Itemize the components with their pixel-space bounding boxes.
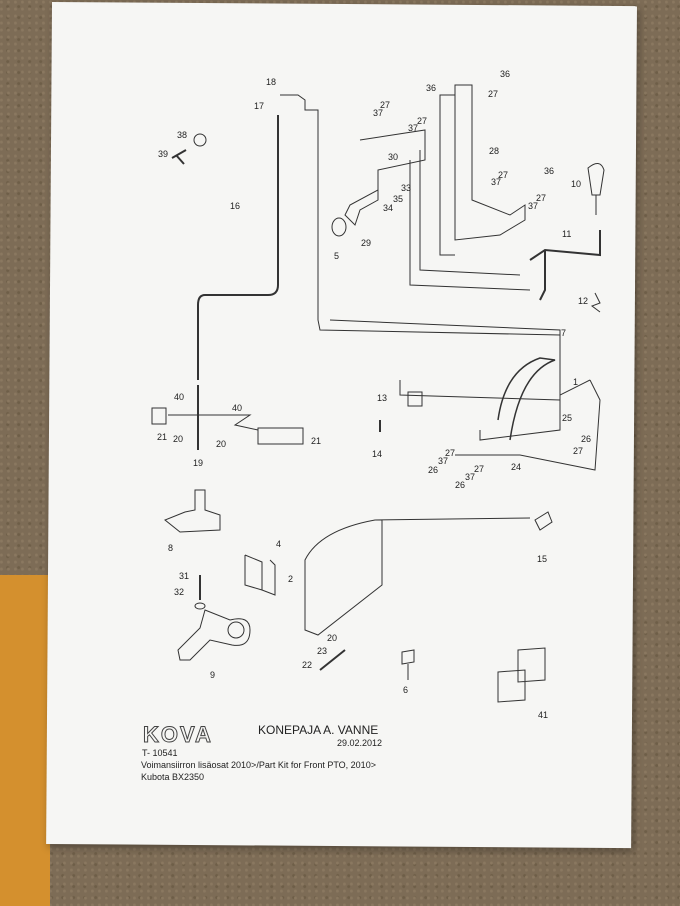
label-20b: 20 xyxy=(216,439,227,449)
label-37d: 37 xyxy=(528,201,539,211)
label-6: 6 xyxy=(403,685,409,695)
lever-1 xyxy=(497,357,556,441)
label-20a: 20 xyxy=(173,434,184,444)
label-39: 39 xyxy=(158,149,169,159)
label-14: 14 xyxy=(372,449,383,459)
label-18: 18 xyxy=(266,77,277,87)
label-7: 7 xyxy=(561,328,567,338)
label-19: 19 xyxy=(193,458,204,468)
drawing-date: 29.02.2012 xyxy=(337,738,383,748)
label-26a: 26 xyxy=(581,434,592,444)
drawing-description: Voimansiirron lisäosat 2010>/Part Kit fo… xyxy=(141,760,376,770)
drawing-number: T- 10541 xyxy=(142,748,178,758)
label-40a: 40 xyxy=(174,392,185,402)
label-27d: 27 xyxy=(498,170,509,180)
label-37f: 37 xyxy=(465,472,476,482)
label-27g: 27 xyxy=(445,448,456,458)
pin-6 xyxy=(401,649,415,680)
lever-plate xyxy=(479,379,591,441)
label-32: 32 xyxy=(174,587,185,597)
washer-32 xyxy=(194,602,206,610)
label-26c: 26 xyxy=(455,480,466,490)
label-8: 8 xyxy=(168,543,174,553)
label-4: 4 xyxy=(276,539,282,549)
label-35: 35 xyxy=(393,194,404,204)
label-10: 10 xyxy=(571,179,582,189)
label-27a: 27 xyxy=(488,89,499,99)
label-41: 41 xyxy=(538,710,549,720)
guard-guide xyxy=(374,517,531,521)
label-36c: 36 xyxy=(544,166,555,176)
label-23: 23 xyxy=(317,646,328,656)
guide-lines-b xyxy=(329,319,561,430)
washer-38 xyxy=(193,133,207,147)
label-26b: 26 xyxy=(428,465,439,475)
label-27b: 27 xyxy=(380,100,391,110)
plate-29-30 xyxy=(344,129,426,226)
label-2: 2 xyxy=(288,574,294,584)
label-37e: 37 xyxy=(438,456,449,466)
machine-model: Kubota BX2350 xyxy=(141,772,205,782)
guard-2 xyxy=(304,519,383,636)
label-1: 1 xyxy=(573,377,579,387)
label-28: 28 xyxy=(489,146,500,156)
label-29: 29 xyxy=(361,238,372,248)
clip-21-right xyxy=(257,427,304,445)
label-37b: 37 xyxy=(408,123,419,133)
guide-lines-a xyxy=(409,150,531,291)
label-16: 16 xyxy=(230,201,241,211)
cable-16 xyxy=(197,115,279,380)
label-21b: 21 xyxy=(311,436,322,446)
label-34: 34 xyxy=(383,203,394,213)
bracket-4 xyxy=(244,554,276,596)
label-5: 5 xyxy=(334,251,340,261)
label-24: 24 xyxy=(511,462,522,472)
arm-9-hole xyxy=(227,621,245,639)
knob-10 xyxy=(587,163,605,196)
label-13: 13 xyxy=(377,393,388,403)
label-11: 11 xyxy=(562,229,572,239)
label-27e: 27 xyxy=(536,193,547,203)
label-17: 17 xyxy=(254,101,265,111)
label-36a: 36 xyxy=(500,69,511,79)
label-9: 9 xyxy=(210,670,216,680)
label-33: 33 xyxy=(401,183,412,193)
label-12: 12 xyxy=(578,296,589,306)
label-38: 38 xyxy=(177,130,188,140)
kova-logo: KOVA xyxy=(143,722,213,748)
label-20c: 20 xyxy=(327,633,338,643)
cable-routing-line xyxy=(280,94,561,336)
bracket-8 xyxy=(164,489,221,533)
label-27h: 27 xyxy=(474,464,485,474)
block-13 xyxy=(407,391,423,407)
label-37a: 37 xyxy=(373,108,384,118)
arm-9 xyxy=(177,609,251,661)
bracket-28 xyxy=(454,84,526,241)
clip-21-left xyxy=(151,407,167,425)
bracket-28-side xyxy=(439,94,455,256)
handle-11 xyxy=(529,230,601,301)
label-31: 31 xyxy=(179,571,190,581)
label-21a: 21 xyxy=(157,432,168,442)
bolt-39 xyxy=(171,149,187,165)
label-36b: 36 xyxy=(426,83,437,93)
label-22: 22 xyxy=(302,660,313,670)
bolt-22 xyxy=(319,649,346,671)
label-30: 30 xyxy=(388,152,399,162)
label-27f: 27 xyxy=(573,446,584,456)
label-37c: 37 xyxy=(491,177,502,187)
label-27c: 27 xyxy=(417,116,428,126)
orange-object xyxy=(0,575,50,906)
linkage-line xyxy=(168,414,259,431)
plates-41 xyxy=(497,647,546,703)
bushing-5 xyxy=(331,217,347,237)
company-name: KONEPAJA A. VANNE xyxy=(258,723,379,737)
label-25: 25 xyxy=(562,413,573,423)
lever-outline xyxy=(455,379,601,471)
label-40b: 40 xyxy=(232,403,243,413)
label-15: 15 xyxy=(537,554,548,564)
pin-15 xyxy=(534,511,553,531)
spring-12 xyxy=(590,292,601,313)
